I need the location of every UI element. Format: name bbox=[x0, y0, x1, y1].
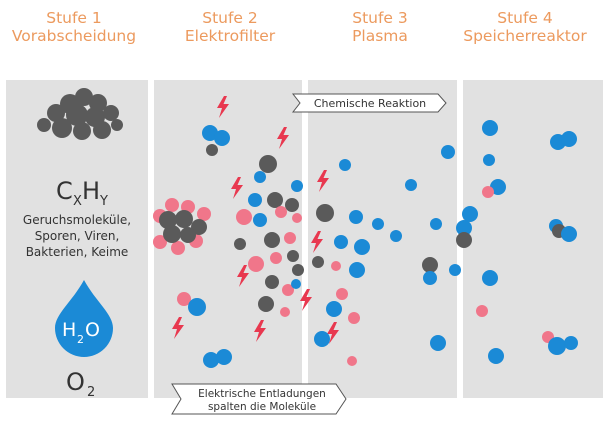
pollutant-description: Geruchsmoleküle, Sporen, Viren, Bakterie… bbox=[23, 213, 131, 259]
stage-2-name: Elektrofilter bbox=[184, 27, 276, 45]
chemical-reaction-label: Chemische Reaktion bbox=[314, 97, 426, 110]
stage-2-title: Stufe 2 Elektrofilter bbox=[170, 9, 290, 45]
electric-discharge-line-1: Elektrische Entladungen bbox=[198, 388, 326, 400]
oxygen-2-subscript: 2 bbox=[87, 385, 95, 400]
stage-4-title: Stufe 4 Speicherreaktor bbox=[450, 9, 600, 45]
stage-separator-1 bbox=[148, 80, 154, 398]
stage-3-name: Plasma bbox=[352, 27, 408, 45]
description-line-3: Bakterien, Keime bbox=[26, 245, 129, 259]
particles-stage-4 bbox=[462, 120, 578, 364]
water-2-subscript: 2 bbox=[77, 333, 84, 346]
stage-4-name: Speicherreaktor bbox=[463, 27, 587, 45]
electric-discharge-line-2: spalten die Moleküle bbox=[208, 401, 316, 413]
particles-stage-2 bbox=[177, 125, 304, 368]
formula-o2: O 2 bbox=[66, 368, 95, 400]
formula-c: C bbox=[56, 177, 73, 205]
chemical-reaction-callout: Chemische Reaktion bbox=[291, 93, 447, 113]
formula-y-subscript: Y bbox=[99, 194, 108, 209]
formula-h2o: H 2 O bbox=[62, 319, 100, 346]
stage-separator-2 bbox=[302, 80, 308, 398]
electric-discharge-callout: Elektrische Entladungen spalten die Mole… bbox=[171, 383, 347, 415]
stage-3-title: Stufe 3 Plasma bbox=[330, 9, 430, 45]
water-drop-icon bbox=[54, 280, 114, 358]
formula-h: H bbox=[82, 177, 100, 205]
formula-cxhy: C X H Y bbox=[56, 177, 108, 209]
stage-3-number: Stufe 3 bbox=[352, 9, 408, 27]
oxygen-o: O bbox=[66, 368, 85, 396]
water-h: H bbox=[62, 319, 76, 341]
molecule-cluster-stage-2 bbox=[153, 198, 211, 255]
formula-x-subscript: X bbox=[73, 194, 82, 209]
description-line-1: Geruchsmoleküle, bbox=[23, 213, 131, 227]
stage-1-title: Stufe 1 Vorabscheidung bbox=[10, 9, 138, 45]
stage-2-number: Stufe 2 bbox=[202, 9, 258, 27]
pollutant-cluster bbox=[37, 88, 123, 140]
stage-4-number: Stufe 4 bbox=[497, 9, 553, 27]
stage-1-number: Stufe 1 bbox=[46, 9, 102, 27]
description-line-2: Sporen, Viren, bbox=[35, 229, 120, 243]
water-o: O bbox=[85, 319, 100, 341]
particles-stage-3 bbox=[312, 145, 472, 366]
stage-1-name: Vorabscheidung bbox=[11, 27, 137, 45]
